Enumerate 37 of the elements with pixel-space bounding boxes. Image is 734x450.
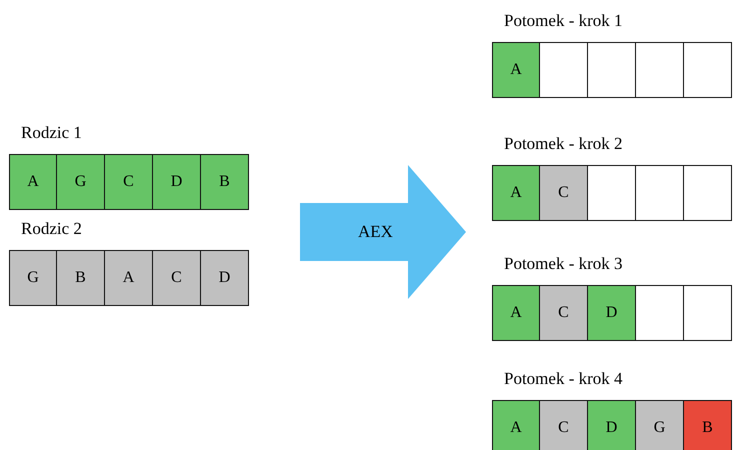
row-heading: Potomek - krok 4 xyxy=(504,368,623,390)
gene-cell: G xyxy=(57,154,105,210)
gene-cell: D xyxy=(153,154,201,210)
gene-cell: B xyxy=(684,400,732,450)
gene-cell: D xyxy=(588,400,636,450)
row-heading: Potomek - krok 2 xyxy=(504,133,623,155)
arrow-label: AEX xyxy=(358,221,393,243)
gene-cell: C xyxy=(540,285,588,341)
empty-gene-slot xyxy=(588,165,636,221)
gene-cell: A xyxy=(9,154,57,210)
gene-cell: B xyxy=(201,154,249,210)
empty-gene-slot xyxy=(636,165,684,221)
gene-cell: G xyxy=(9,250,57,306)
gene-cell: D xyxy=(588,285,636,341)
gene-cell: C xyxy=(153,250,201,306)
empty-gene-slot xyxy=(540,42,588,98)
gene-cell: B xyxy=(57,250,105,306)
gene-cell: C xyxy=(540,400,588,450)
row-heading: Rodzic 1 xyxy=(21,122,82,144)
empty-gene-slot xyxy=(588,42,636,98)
empty-gene-slot xyxy=(684,285,732,341)
gene-cell: A xyxy=(492,42,540,98)
gene-cell: C xyxy=(540,165,588,221)
empty-gene-slot xyxy=(636,285,684,341)
empty-gene-slot xyxy=(684,165,732,221)
gene-cell: D xyxy=(201,250,249,306)
gene-cell: A xyxy=(105,250,153,306)
empty-gene-slot xyxy=(636,42,684,98)
gene-cell: G xyxy=(636,400,684,450)
gene-cell: A xyxy=(492,165,540,221)
row-heading: Potomek - krok 3 xyxy=(504,253,623,275)
empty-gene-slot xyxy=(684,42,732,98)
row-heading: Potomek - krok 1 xyxy=(504,10,623,32)
gene-cell: A xyxy=(492,285,540,341)
gene-cell: A xyxy=(492,400,540,450)
gene-cell: C xyxy=(105,154,153,210)
row-heading: Rodzic 2 xyxy=(21,218,82,240)
